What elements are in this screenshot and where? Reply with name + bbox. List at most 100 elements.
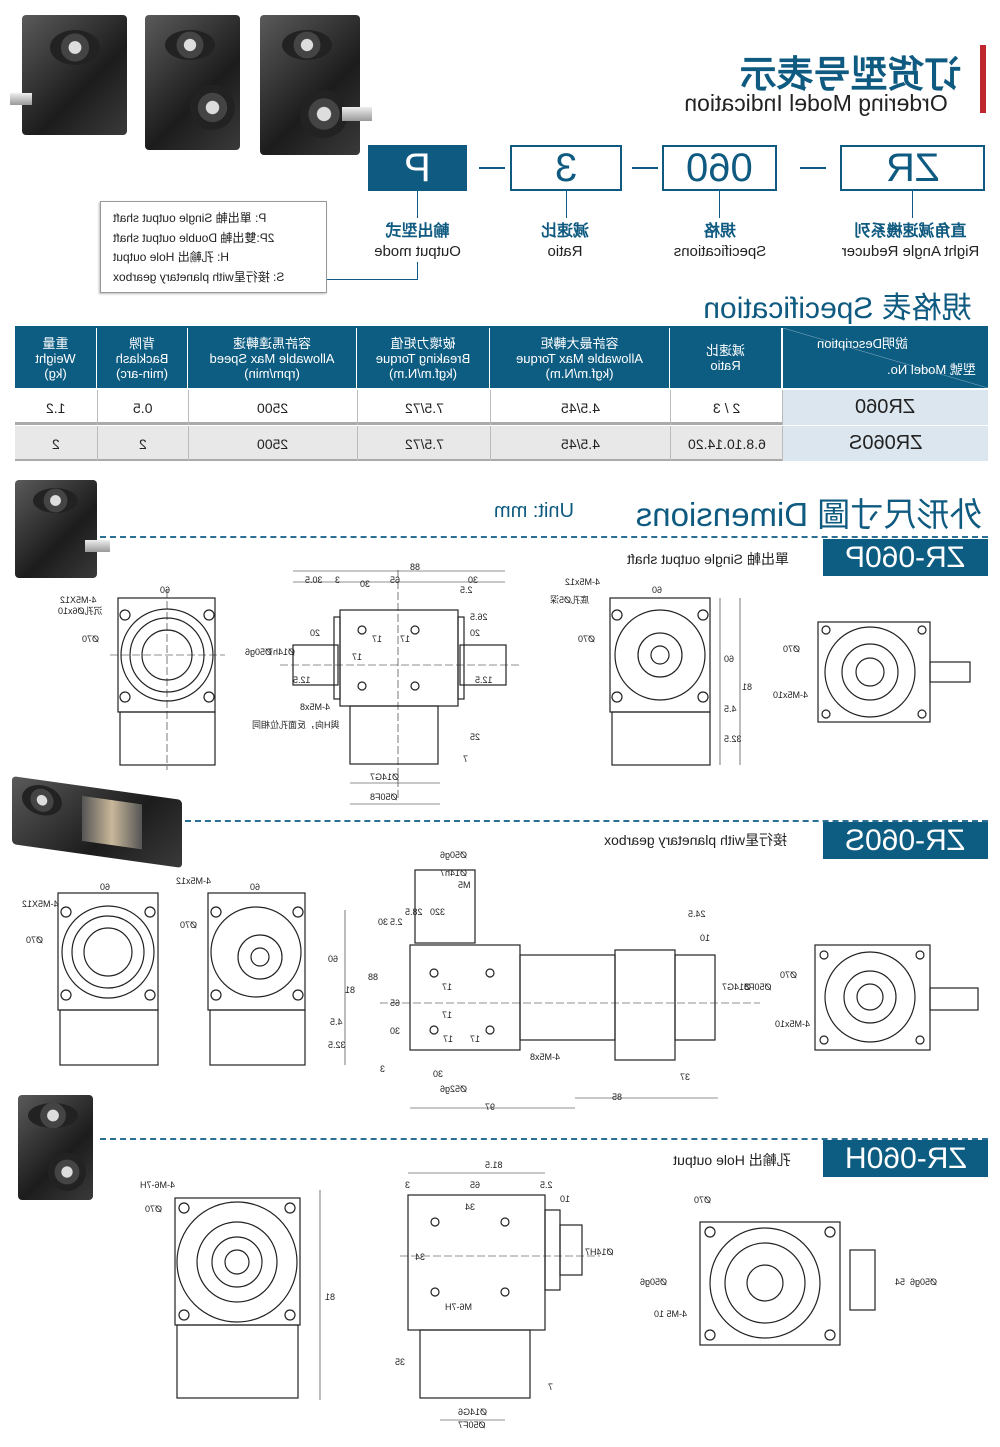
dim-label: 4-M5x10 xyxy=(775,1019,810,1029)
dim-label: Ø50g6 xyxy=(245,647,272,657)
dim-label: Ø14G6 xyxy=(458,1407,487,1417)
dim-label: 17 xyxy=(442,982,452,992)
dim-label: 4-M5X12 xyxy=(60,595,97,605)
dim-label: 60 xyxy=(328,954,338,964)
dim-label: 3 xyxy=(380,1064,385,1074)
separator xyxy=(632,167,658,169)
dim-label: Ø50F7 xyxy=(458,1420,486,1430)
code-spec: 060 xyxy=(662,145,777,191)
dim-label: Ø14G7 xyxy=(722,982,751,992)
dim-label: Ø50g6 xyxy=(910,1277,937,1287)
dim-label: 30 xyxy=(390,1026,400,1036)
dim-label: 30 xyxy=(433,1069,443,1079)
accent-bar xyxy=(980,45,986,113)
dim-label: 4-M5x8 xyxy=(530,1052,560,1062)
max-speed-cell: 2500 xyxy=(188,390,357,425)
dim-label: 32.5 xyxy=(328,1040,346,1050)
table-top-border xyxy=(15,326,988,328)
dim-label: 88 xyxy=(410,562,420,572)
model-cell: ZR060 xyxy=(782,390,988,425)
dim-label: 30 xyxy=(378,917,388,927)
dim-label: 35 xyxy=(395,1357,405,1367)
dim-label: 97 xyxy=(485,1102,495,1112)
dim-label: 65 xyxy=(470,1180,480,1190)
breaking-torque-cell: 7.5/72 xyxy=(357,426,490,461)
drawing-zr060s: 60 4-M5X12 Ø70 60 4-M5x12 Ø70 60 81 4.5 … xyxy=(22,850,979,1112)
dim-label: Ø70 xyxy=(82,634,99,644)
product-photo xyxy=(260,15,372,155)
section-divider xyxy=(100,1138,988,1140)
dim-label: Ø70 xyxy=(694,1195,711,1205)
dim-label: 4-M5x10 xyxy=(773,690,808,700)
dim-label: 7 xyxy=(463,754,468,764)
dim-label: 32.5 xyxy=(724,734,742,744)
dim-label: M6-7H xyxy=(445,1302,472,1312)
dim-label: 10 xyxy=(560,1194,570,1204)
separator xyxy=(479,167,505,169)
dim-label: 12.5 xyxy=(293,675,311,685)
dim-label: 4.5 xyxy=(330,1017,343,1027)
code-series: ZR xyxy=(840,145,985,191)
backlash-cell: 0.5 xyxy=(97,390,188,425)
dim-label: 底孔Ø5深 xyxy=(550,594,589,605)
dim-label: 17 xyxy=(470,1034,480,1044)
dim-label: M5 xyxy=(458,880,471,890)
dim-label: 17 xyxy=(352,652,362,662)
dim-label: 34 xyxy=(465,1202,475,1212)
dim-label: Ø70 xyxy=(578,634,595,644)
dim-label: 與H向，反面孔位相同 xyxy=(252,719,340,730)
dim-label: 25 xyxy=(470,732,480,742)
dim-label: Ø52g6 xyxy=(440,1084,467,1094)
dim-label: 2.5 xyxy=(540,1180,553,1190)
ratio-cell: 6.8.10.14.20 xyxy=(670,426,782,461)
dim-label: Ø14G7 xyxy=(370,772,399,782)
drawing-zr060p: 60 4-M5X12 沉孔Ø6x10 Ø70 88 65 30 30.5 3 3… xyxy=(58,562,971,805)
dim-label: Ø70 xyxy=(26,935,43,945)
dim-label: 65 xyxy=(390,575,400,585)
dim-label: 30.5 xyxy=(305,575,323,585)
connector xyxy=(417,262,418,280)
dim-label: 320 xyxy=(430,907,445,917)
dim-label: 4-M5x12 xyxy=(176,876,211,886)
model-cell: ZR060S xyxy=(782,426,988,461)
dim-label: Ø70 xyxy=(180,920,197,930)
dim-label: 81 xyxy=(325,1292,335,1302)
dim-label: 26.5 xyxy=(470,612,488,622)
dim-label: Ø70 xyxy=(783,644,800,654)
dim-label: 20 xyxy=(470,628,480,638)
dim-label: Ø50g6 xyxy=(640,1277,667,1287)
connector xyxy=(566,191,567,218)
section-badge: ZR-060S xyxy=(823,822,988,859)
dim-label: Ø14h7 xyxy=(440,868,467,878)
dim-label: 2.5 xyxy=(390,917,403,927)
dim-label: 17 xyxy=(442,1010,452,1020)
dim-label: 7 xyxy=(548,1382,553,1392)
connector xyxy=(912,191,913,218)
dim-label: Ø70 xyxy=(780,970,797,980)
max-torque-cell: 4.5/45 xyxy=(490,426,670,461)
section-badge: ZR-060H xyxy=(823,1140,988,1177)
max-speed-cell: 2500 xyxy=(188,426,357,461)
dim-label: 37 xyxy=(680,1072,690,1082)
dim-label: 4-M5x12 xyxy=(565,577,600,587)
dim-label: 60 xyxy=(100,882,110,892)
section-badge: ZR-060P xyxy=(823,539,988,576)
dim-label: 4.5 xyxy=(724,704,737,714)
connector xyxy=(327,279,418,280)
drawing-zr060h: 4-M6-7H Ø70 81 81.5 3 65 2.5 10 34 34 M6… xyxy=(140,1160,937,1430)
dim-label: 4-M6-7H xyxy=(140,1180,175,1190)
connector xyxy=(417,191,418,218)
header-model: 說明Description 型號 Model No. xyxy=(782,328,988,388)
breaking-torque-cell: 7.5/72 xyxy=(357,390,490,425)
dim-label: 65 xyxy=(390,998,400,1008)
dim-label: 88 xyxy=(368,972,378,982)
dim-label: 4-M5X12 xyxy=(22,899,59,909)
connector xyxy=(719,191,720,218)
dim-label: 3 xyxy=(335,575,340,585)
dim-label: 60 xyxy=(724,654,734,664)
product-photo xyxy=(15,480,110,578)
dim-label: 17 xyxy=(400,634,410,644)
dim-label: 沉孔Ø6x10 xyxy=(58,606,103,616)
dim-label: 3 xyxy=(405,1180,410,1190)
dim-label: 60 xyxy=(160,585,170,595)
